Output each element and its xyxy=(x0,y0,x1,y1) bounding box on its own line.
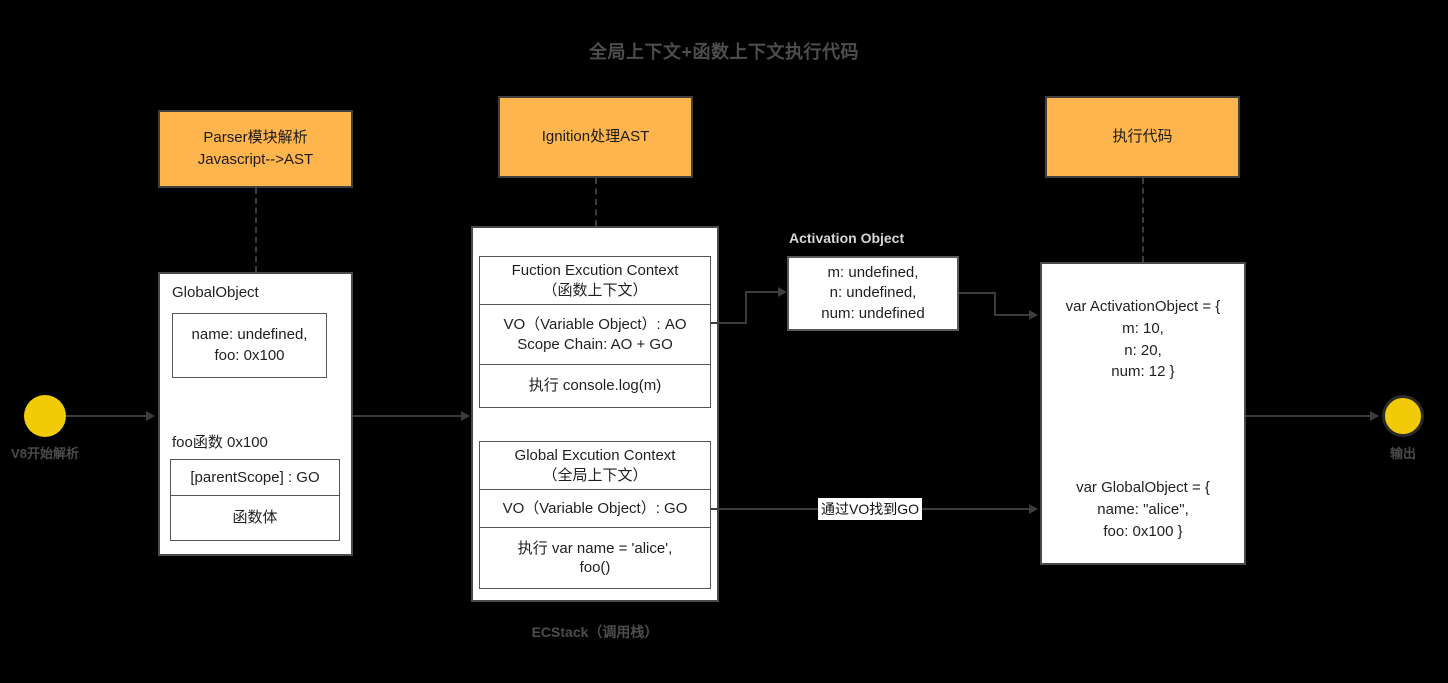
edge-vo-to-go-arrowhead xyxy=(1029,504,1038,514)
edge-globalobject-to-ecstack-arrowhead xyxy=(461,411,470,421)
ecstack-frame-row: VO（Variable Object）: GO xyxy=(480,490,710,528)
globalobject-title: GlobalObject xyxy=(172,284,259,301)
edge-vo-ao-segment-h2 xyxy=(745,291,781,293)
edge-result-to-end xyxy=(1246,415,1378,417)
edge-start-to-globalobject-arrowhead xyxy=(146,411,155,421)
globalobject-function-label: foo函数 0x100 xyxy=(172,434,268,451)
ecstack-frame-function-context: Fuction Excution Context （函数上下文） VO（Vari… xyxy=(479,256,711,408)
result-activation-object-text: var ActivationObject = { m: 10, n: 20, n… xyxy=(1065,298,1221,381)
ecstack-frame-row: Global Excution Context （全局上下文） xyxy=(480,442,710,490)
result-panel xyxy=(1040,262,1246,565)
ecstack-caption: ECStack（调用栈） xyxy=(531,624,659,640)
stage-box-ignition: Ignition处理AST xyxy=(498,96,693,178)
globalobject-function-row: 函数体 xyxy=(232,509,278,527)
result-global-object-text: var GlobalObject = { name: "alice", foo:… xyxy=(1076,479,1210,540)
activation-object-box: m: undefined, n: undefined, num: undefin… xyxy=(787,256,959,331)
ecstack-frame-row: VO（Variable Object）: AO Scope Chain: AO … xyxy=(480,305,710,365)
ecstack-frame-row: 执行 var name = 'alice', foo() xyxy=(517,539,673,577)
stage-execute-line1: 执行代码 xyxy=(1112,128,1173,146)
end-node xyxy=(1382,395,1424,437)
edge-result-to-end-arrowhead xyxy=(1370,411,1379,421)
edge-ao-to-result-arrowhead xyxy=(1029,310,1038,320)
edge-ao-to-result-h2 xyxy=(994,314,1032,316)
edge-vo-ao-arrowhead xyxy=(778,287,787,297)
edge-vo-ao-segment-v xyxy=(745,291,747,324)
edge-vo-to-go-label: 通过VO找到GO xyxy=(818,498,923,520)
stage-parser-line1: Parser模块解析 xyxy=(203,129,308,147)
end-node-label: 输出 xyxy=(1389,446,1416,461)
edge-ao-to-result-v xyxy=(994,292,996,316)
diagram-title: 全局上下文+函数上下文执行代码 xyxy=(588,42,859,62)
stage-ignition-line1: Ignition处理AST xyxy=(541,128,650,146)
edge-globalobject-to-ecstack xyxy=(353,415,463,417)
edge-start-to-globalobject xyxy=(66,415,148,417)
connector-execute-to-result xyxy=(1142,178,1144,262)
connector-parser-to-globalobject xyxy=(255,188,257,272)
start-node-label: V8开始解析 xyxy=(11,446,79,461)
edge-vo-ao-segment-h1 xyxy=(711,322,747,324)
globalobject-function-row: [parentScope] : GO xyxy=(171,460,339,496)
start-node xyxy=(24,395,66,437)
globalobject-props-box: name: undefined, foo: 0x100 xyxy=(172,313,327,378)
edge-ao-to-result-h1 xyxy=(959,292,996,294)
globalobject-function-frame: [parentScope] : GO 函数体 xyxy=(170,459,340,541)
connector-ignition-to-ecstack xyxy=(595,178,597,226)
stage-box-execute: 执行代码 xyxy=(1045,96,1240,178)
ecstack-frame-row: Fuction Excution Context （函数上下文） xyxy=(480,257,710,305)
activation-object-caption: Activation Object xyxy=(789,230,905,246)
stage-parser-line2: Javascript-->AST xyxy=(197,151,314,168)
stage-box-parser: Parser模块解析 Javascript-->AST xyxy=(158,110,353,188)
ecstack-frame-row: 执行 console.log(m) xyxy=(528,377,662,395)
ecstack-frame-global-context: Global Excution Context （全局上下文） VO（Varia… xyxy=(479,441,711,589)
